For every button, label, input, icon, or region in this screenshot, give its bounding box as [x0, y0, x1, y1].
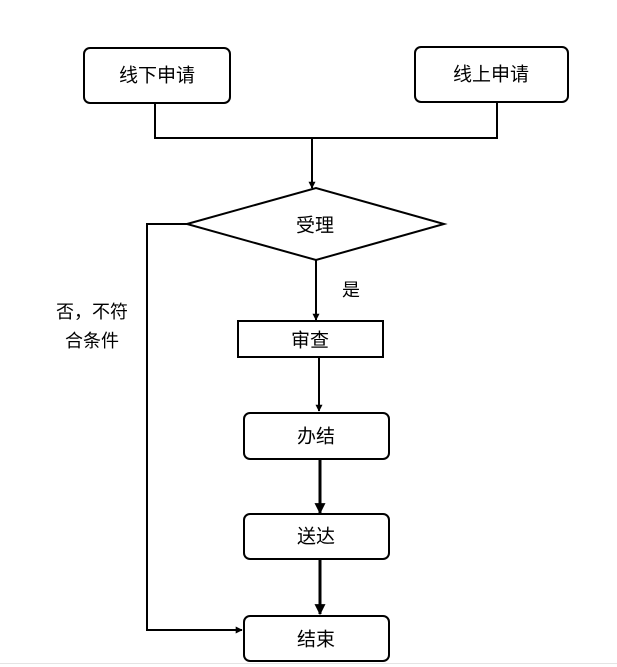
review-label: 审查	[291, 330, 329, 352]
bottom-divider	[0, 663, 617, 664]
no-branch-connector	[146, 223, 243, 634]
online-application-label: 线上申请	[453, 64, 529, 86]
deliver-node: 送达	[243, 513, 390, 560]
no-label-line1: 否，不符	[56, 302, 128, 323]
offline-application-node: 线下申请	[83, 47, 231, 104]
review-node: 审查	[237, 320, 384, 358]
yes-label: 是	[342, 280, 360, 301]
accept-decision-node: 受理	[183, 186, 448, 262]
deliver-label: 送达	[297, 526, 335, 548]
handle-label: 办结	[297, 426, 335, 448]
online-application-node: 线上申请	[414, 46, 569, 103]
no-label-line2: 合条件	[65, 331, 119, 352]
end-label: 结束	[297, 629, 335, 651]
merge-connector	[154, 102, 498, 139]
end-node: 结束	[243, 615, 390, 662]
offline-application-label: 线下申请	[119, 65, 195, 87]
handle-node: 办结	[243, 412, 390, 460]
accept-decision-label: 受理	[296, 215, 334, 237]
